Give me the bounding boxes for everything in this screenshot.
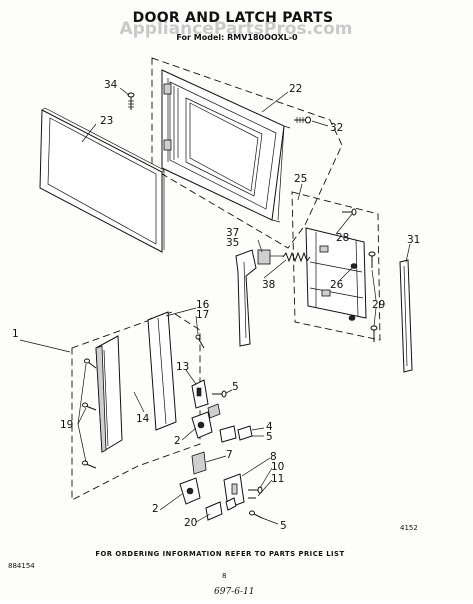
screw-32 [294, 116, 311, 124]
door-frame-22 [161, 69, 291, 223]
callout-8: 8 [270, 451, 277, 463]
callout-5-lower: 5 [280, 520, 287, 532]
callout-23: 23 [100, 115, 113, 127]
callout-32: 32 [330, 122, 343, 134]
callout-5-upper: 5 [232, 381, 239, 393]
screw-10-11 [248, 486, 263, 499]
callout-17: 17 [196, 309, 209, 321]
callout-14: 14 [136, 413, 150, 425]
channel-16 [147, 311, 177, 431]
callout-34: 34 [104, 79, 118, 91]
callout-7: 7 [226, 449, 233, 461]
handwritten-note: 697-6-11 [214, 587, 254, 597]
screw-34 [127, 92, 135, 110]
callout-35: 35 [226, 237, 239, 249]
callout-19: 19 [60, 419, 73, 431]
callout-5-middle: 5 [266, 431, 273, 443]
switch-7 [191, 451, 207, 475]
screw-28 [342, 208, 357, 216]
callout-2-lower: 2 [152, 503, 159, 515]
latch-assembly-group [282, 191, 381, 342]
trim-strip-31 [399, 259, 413, 373]
bracket-20 [205, 497, 237, 521]
callout-28: 28 [336, 232, 349, 244]
callout-labels: 34 22 32 23 25 28 37 35 38 26 29 31 1 16… [12, 79, 420, 532]
door-glass-panel-23 [39, 107, 165, 253]
spring-38 [282, 251, 311, 263]
lower-assembly-group [71, 311, 205, 501]
page-number: 8 [222, 572, 226, 580]
callout-2-upper: 2 [174, 435, 181, 447]
screw-19-a [84, 358, 97, 369]
callout-22: 22 [289, 83, 302, 95]
callout-10: 10 [271, 461, 284, 473]
callout-37: 37 [226, 227, 239, 239]
screw-29-bottom [370, 325, 378, 342]
callout-31: 31 [407, 234, 420, 246]
leader-lines [19, 87, 411, 525]
callout-16: 16 [196, 299, 210, 311]
diagram-title: DOOR AND LATCH PARTS [133, 10, 334, 26]
callout-13: 13 [176, 361, 189, 373]
callout-1: 1 [12, 328, 19, 340]
model-subtitle: For Model: RMV180OOXL-0 [176, 33, 298, 42]
callout-20: 20 [184, 517, 197, 529]
part-4 [219, 425, 253, 443]
callout-26: 26 [330, 279, 344, 291]
screw-19-b [82, 402, 97, 411]
diagram-code: 4152 [400, 524, 418, 532]
screw-29-top [368, 251, 376, 268]
mounting-bracket-14 [95, 335, 123, 453]
callout-29: 29 [372, 299, 385, 311]
document-number: 884154 [8, 562, 35, 570]
latch-bracket-2-upper [191, 403, 221, 439]
latch-lever-35 [235, 249, 284, 347]
latch-plate-26 [305, 227, 367, 321]
bracket-8 [223, 473, 245, 509]
screw-5-lower [249, 510, 263, 519]
ordering-note: FOR ORDERING INFORMATION REFER TO PARTS … [95, 550, 344, 558]
pin-17 [195, 334, 205, 349]
callout-25: 25 [294, 173, 307, 185]
screw-19-c [82, 460, 97, 469]
watermark: AppliancePartsPros.com [119, 19, 352, 39]
callout-11: 11 [271, 473, 284, 485]
callout-4: 4 [266, 421, 273, 433]
screw-5-upper [212, 390, 227, 398]
callout-38: 38 [262, 279, 275, 291]
latch-hook-13 [191, 379, 209, 409]
latch-bracket-2-lower [179, 477, 201, 505]
